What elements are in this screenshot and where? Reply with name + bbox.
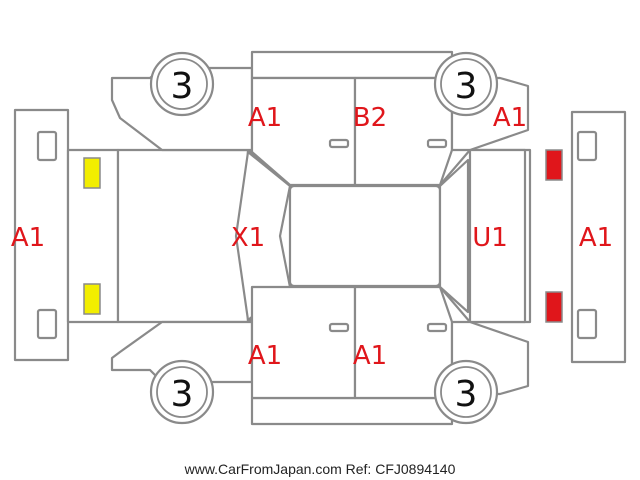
front-bumper (13, 108, 70, 362)
code-lower-rear-door: A1 (353, 341, 387, 371)
taillight-marker-bottom (545, 291, 563, 323)
rear-bumper (570, 110, 627, 364)
code-front-bumper: A1 (11, 223, 45, 253)
lower-side-profile (110, 285, 530, 426)
tire-upper-front: 3 (149, 51, 215, 117)
tire-upper-rear-label: 3 (455, 66, 478, 107)
taillight-marker-top (545, 149, 563, 181)
headlight-marker-top (83, 157, 101, 189)
tire-lower-rear-label: 3 (455, 374, 478, 415)
tire-lower-front: 3 (149, 359, 215, 425)
code-upper-rear-door: B2 (353, 103, 387, 133)
code-lower-front-door: A1 (248, 341, 282, 371)
footer-reference: www.CarFromJapan.com Ref: CFJ0894140 (184, 461, 456, 477)
code-hood: X1 (231, 223, 265, 253)
code-upper-rear-quarter: A1 (493, 103, 527, 133)
tire-upper-rear: 3 (433, 51, 499, 117)
tire-lower-front-label: 3 (171, 374, 194, 415)
code-rear-bumper: A1 (579, 223, 613, 253)
headlight-marker-bottom (83, 283, 101, 315)
code-upper-front-door: A1 (248, 103, 282, 133)
car-body (66, 148, 532, 324)
tire-upper-front-label: 3 (171, 66, 194, 107)
code-tailgate: U1 (472, 223, 508, 253)
tire-lower-rear: 3 (433, 359, 499, 425)
